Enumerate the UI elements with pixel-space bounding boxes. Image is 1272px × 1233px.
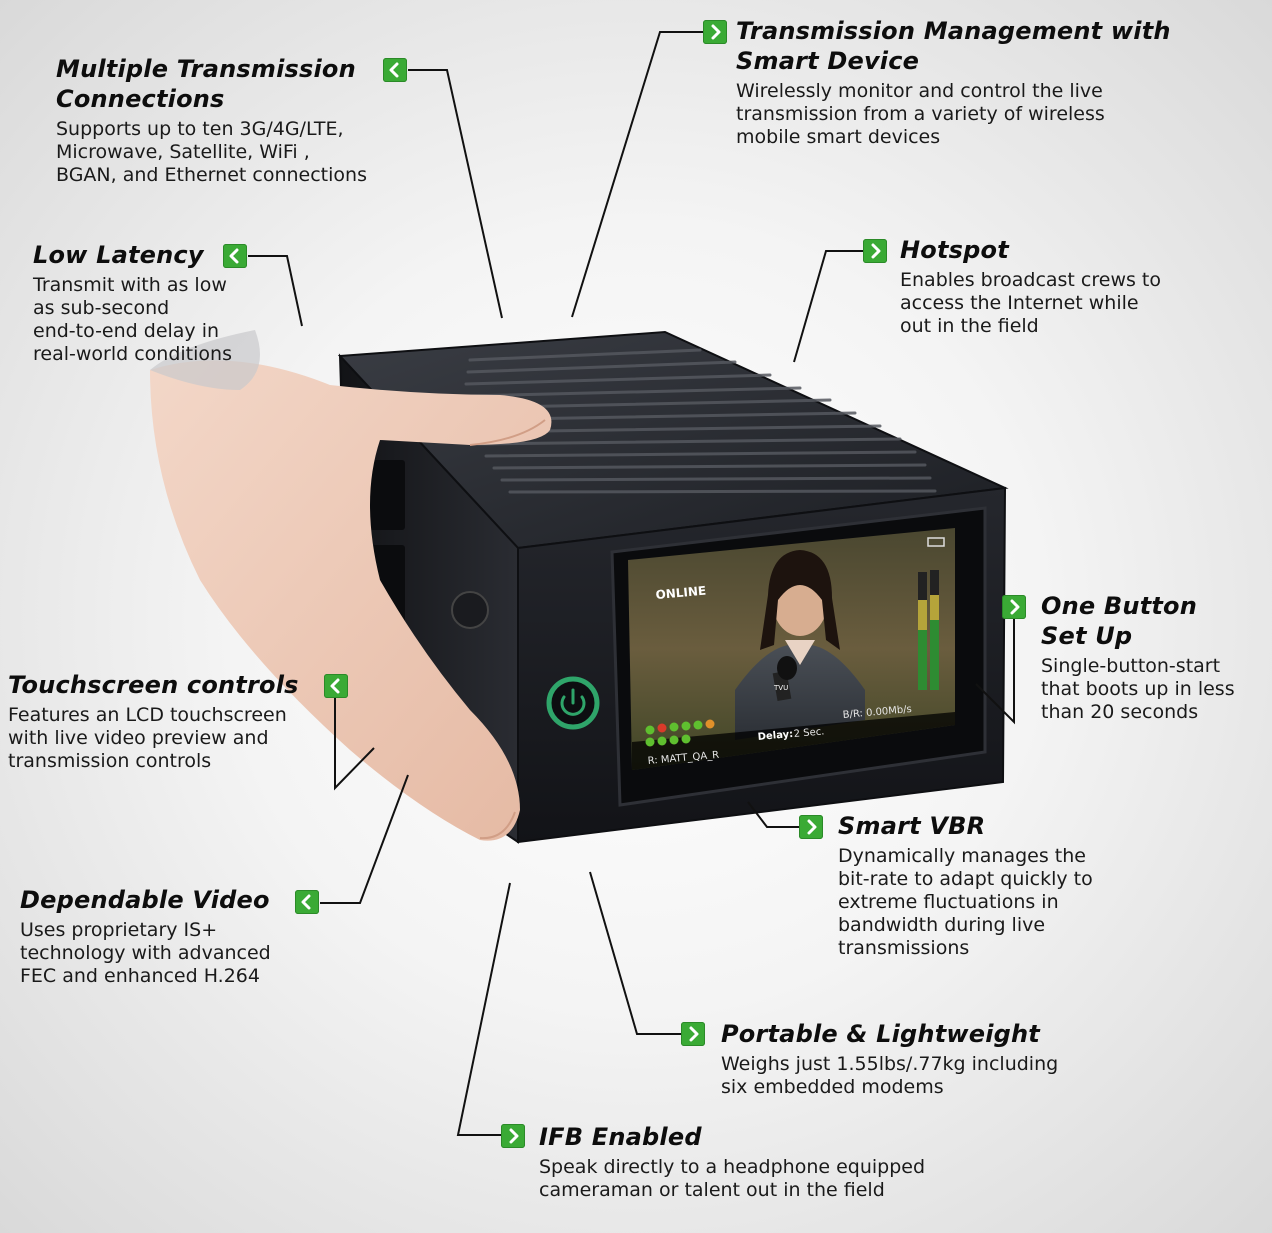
feature-description: Uses proprietary IS+ technology with adv… <box>20 919 271 987</box>
screen-status-text: ONLINE <box>655 584 707 602</box>
feature-title: IFB Enabled <box>539 1123 702 1151</box>
feature-title: Hotspot <box>900 236 1009 264</box>
feature-smart-vbr: Smart VBR Dynamically manages the bit-ra… <box>838 811 1093 960</box>
feature-description: Supports up to ten 3G/4G/LTE, Microwave,… <box>56 118 367 186</box>
feature-description: Speak directly to a headphone equipped c… <box>539 1156 926 1201</box>
leader-dependable-video <box>320 774 409 904</box>
feature-portable: Portable & Lightweight Weighs just 1.55l… <box>721 1019 1058 1099</box>
feature-description: Weighs just 1.55lbs/.77kg including six … <box>721 1053 1059 1098</box>
chevron-right-icon <box>1002 595 1026 619</box>
chevron-left-icon <box>324 674 348 698</box>
power-button <box>546 676 600 730</box>
feature-description: Wirelessly monitor and control the live … <box>736 80 1105 148</box>
feature-title: Transmission Management with Smart Devic… <box>736 17 1171 75</box>
leader-transmission-management <box>571 31 703 318</box>
audio-meters <box>918 570 939 690</box>
feature-description: Features an LCD touchscreen with live vi… <box>8 704 287 772</box>
feature-description: Dynamically manages the bit-rate to adap… <box>838 845 1093 959</box>
feature-title: Portable & Lightweight <box>721 1020 1040 1048</box>
feature-title: Dependable Video <box>20 886 270 914</box>
chevron-left-icon <box>295 890 319 914</box>
feature-title: Multiple Transmission Connections <box>56 55 356 113</box>
chevron-right-icon <box>703 20 727 44</box>
feature-description: Enables broadcast crews to access the In… <box>900 269 1161 337</box>
chevron-right-icon <box>863 239 887 263</box>
leader-portable <box>589 871 681 1035</box>
mic-logo-text: TVU <box>773 684 788 692</box>
leader-lines <box>248 31 1015 1136</box>
feature-dependable-video: Dependable Video Uses proprietary IS+ te… <box>20 885 271 988</box>
vent-ribs <box>460 348 937 494</box>
leader-multiple-transmission <box>408 69 503 319</box>
reporter-figure <box>735 550 865 740</box>
modem-indicators <box>645 719 715 747</box>
hand-illustration <box>150 330 552 841</box>
feature-description: Single-button-start that boots up in les… <box>1041 655 1235 723</box>
feature-transmission-management: Transmission Management with Smart Devic… <box>736 16 1171 149</box>
chevron-right-icon <box>501 1124 525 1148</box>
feature-hotspot: Hotspot Enables broadcast crews to acces… <box>900 235 1161 338</box>
feature-low-latency: Low Latency Transmit with as low as sub-… <box>33 240 232 366</box>
leader-low-latency <box>248 255 303 327</box>
chevron-left-icon <box>223 244 247 268</box>
feature-multiple-transmission: Multiple Transmission Connections Suppor… <box>56 54 367 187</box>
feature-title: Low Latency <box>33 241 204 269</box>
feature-title: Smart VBR <box>838 812 986 840</box>
chevron-left-icon <box>383 58 407 82</box>
feature-title: One Button Set Up <box>1041 592 1198 650</box>
feature-description: Transmit with as low as sub-second end-t… <box>33 274 232 365</box>
screen-delay-label: Delay: <box>757 729 793 743</box>
screen-status-bar <box>632 712 955 770</box>
feature-ifb: IFB Enabled Speak directly to a headphon… <box>539 1122 925 1202</box>
feature-one-button: One Button Set Up Single-button-start th… <box>1041 591 1235 724</box>
chevron-right-icon <box>681 1022 705 1046</box>
battery-icon <box>927 537 945 547</box>
feature-touchscreen: Touchscreen controls Features an LCD tou… <box>8 670 299 773</box>
leader-ifb <box>456 882 511 1136</box>
leader-one-button <box>975 606 1015 725</box>
feature-title: Touchscreen controls <box>8 671 299 699</box>
leader-smart-vbr <box>747 801 799 828</box>
leader-hotspot <box>793 250 863 363</box>
leader-touchscreen <box>334 686 375 791</box>
chevron-right-icon <box>799 815 823 839</box>
screen-delay-value: 2 Sec. <box>793 726 825 740</box>
